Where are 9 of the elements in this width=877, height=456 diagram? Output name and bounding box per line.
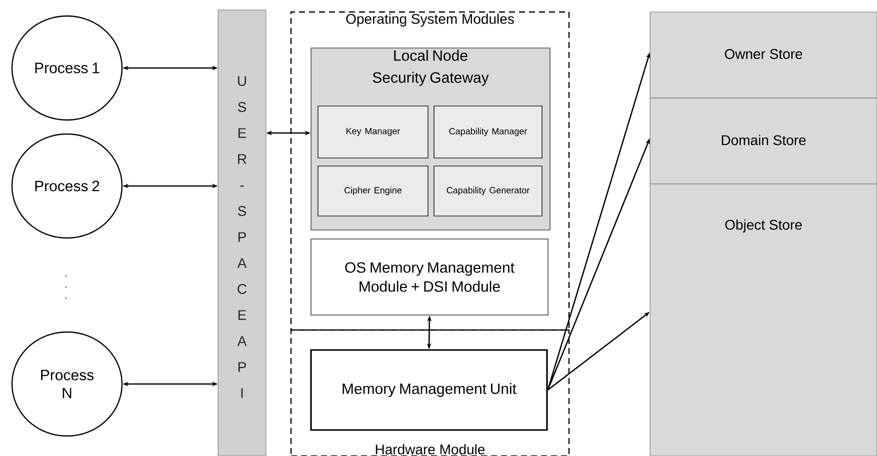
component-box: Capability Generator <box>434 166 542 216</box>
unit-box: Memory Management Unit <box>310 349 548 431</box>
store-box: Owner Store <box>650 12 877 98</box>
component-box: Capability Manager <box>434 106 542 158</box>
api-bar: U S E R - S P A C E A P I <box>218 10 266 456</box>
module-box: OS Memory Management Module + DSI Module <box>310 238 548 316</box>
store-box: Domain Store <box>650 98 877 184</box>
component-box: Key Manager <box>318 106 428 158</box>
component-box: Cipher Engine <box>318 166 428 216</box>
